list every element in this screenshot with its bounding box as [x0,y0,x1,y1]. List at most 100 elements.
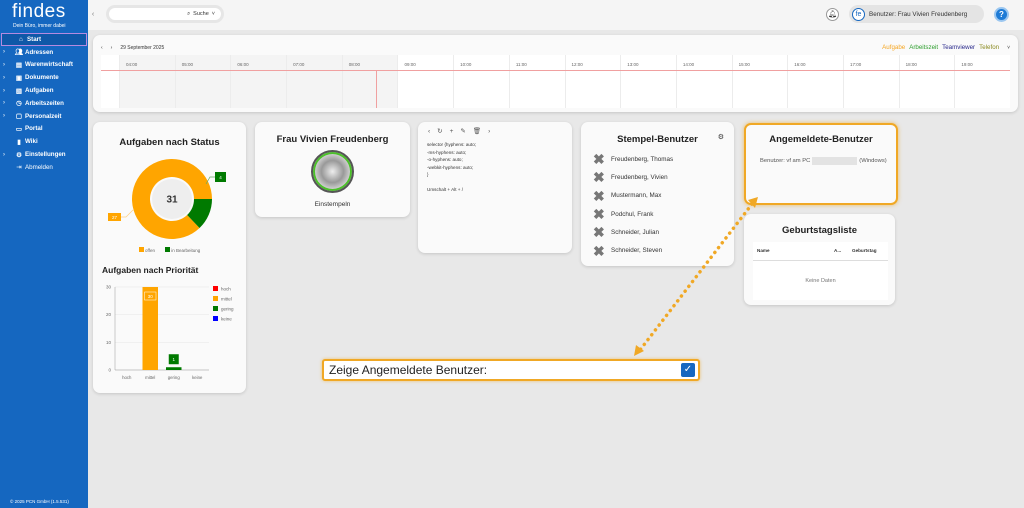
stamp-user-name: Schneider, Steven [611,247,663,255]
monitor-icon: ▭ [15,125,23,133]
note-line [427,179,476,187]
hour-column[interactable]: 12:00 [564,55,621,108]
clocked-out-x-icon: ✖ [593,242,605,259]
hour-column[interactable]: 15:00 [731,55,788,108]
search-icon: ⌕ [187,10,191,17]
hour-column[interactable]: 16:00 [787,55,843,108]
stamp-user-row[interactable]: ✖Freudenberg, Thomas [581,150,734,168]
bar-mittel [142,287,158,370]
hour-column[interactable]: 07:00 [286,55,342,108]
next-note-icon[interactable]: › [488,128,491,135]
legend-dropdown-icon[interactable]: ˅ [1007,44,1010,51]
legend-arbeitszeit[interactable]: Arbeitszeit [909,44,939,51]
logged-users-card: Angemeldete-Benutzer Benutzer: vf am PC … [744,123,898,205]
legend-swatch-keine [213,316,218,321]
chevron-right-icon: › [3,74,5,81]
home-icon: ⌂ [19,35,23,43]
hour-column[interactable]: 08:00 [341,55,398,108]
search-label: Suche [193,11,209,17]
hour-column[interactable]: 17:00 [842,55,899,108]
hour-column[interactable]: 10:00 [453,55,509,108]
sidebar-item-einstellungen[interactable]: ›⚙Einstellungen [0,148,88,161]
edit-icon[interactable]: ✎ [460,128,466,135]
delete-icon[interactable]: 🗑︎ [472,128,482,135]
sidebar-item-start[interactable]: ⌂ Start [1,33,87,46]
archive-icon: ▣ [15,74,23,82]
hour-column[interactable]: 05:00 [174,55,231,108]
bell-icon[interactable]: 🔔︎ [826,8,839,21]
logout-icon: ⇥ [16,164,22,172]
legend-swatch-hoch [213,286,218,291]
legend-gering: gering [221,307,234,312]
sidebar-item-label: Adressen [25,48,54,56]
prev-note-icon[interactable]: ‹ [428,128,431,135]
stamp-user-row[interactable]: ✖Mustermann, Max [581,187,734,205]
refresh-icon[interactable]: ↻ [437,128,443,135]
help-icon[interactable]: ? [994,7,1009,22]
sidebar-item-portal[interactable]: ▭Portal [0,123,88,136]
search-box[interactable]: ⌕Suche˅ [106,5,224,23]
hour-column[interactable]: 06:00 [230,55,287,108]
empty-state: Keine Daten [805,278,836,284]
stamp-user-row[interactable]: ✖ Schneider, Steven [581,241,734,259]
show-logged-users-checkbox[interactable]: ✓ [681,363,695,377]
next-day-button[interactable]: › [110,44,113,51]
col-name[interactable]: Name [757,248,770,253]
sidebar-item-wiki[interactable]: ▮Wiki [0,135,88,148]
sidebar-item-warenwirtschaft[interactable]: ›▤Warenwirtschaft [0,59,88,72]
prev-day-button[interactable]: ‹ [101,44,103,51]
stamp-user-row[interactable]: ✖Podchul, Frank [581,205,734,223]
hour-column[interactable]: 11:00 [508,55,565,108]
chevron-right-icon: › [3,113,5,120]
legend-telefon[interactable]: Telefon [979,44,1000,51]
y-tick-label: 0 [108,368,111,373]
legend-hoch: hoch [221,287,231,292]
stamp-user-name: Freudenberg, Thomas [611,155,674,163]
sidebar-item-personalzeit[interactable]: ›▢Personalzeit [0,110,88,123]
sidebar-item-dokumente[interactable]: ›▣Dokumente [0,71,88,84]
chevron-right-icon: › [3,61,5,68]
stempel-users-title: Stempel-Benutzer [617,134,698,145]
hour-column[interactable]: 09:00 [397,55,453,108]
note-line: Umschalt + Alt + / [427,187,463,192]
sidebar-item-abmelden[interactable]: ⇥Abmelden [0,161,88,174]
legend-teamviewer[interactable]: Teamviewer [942,44,976,51]
hour-column[interactable]: 18:00 [898,55,955,108]
legend-in-bearbeitung: in Bearbeitung [164,247,200,254]
hour-column[interactable]: 13:00 [620,55,676,108]
sidebar-item-label: Start [27,35,42,43]
sidebar-item-arbeitszeiten[interactable]: ›◷Arbeitszeiten [0,97,88,110]
stamp-label: Einstempeln [314,201,351,208]
sidebar-item-adressen[interactable]: ›👥︎Adressen [0,46,88,59]
collapse-sidebar-button[interactable]: ‹ [88,0,98,30]
add-icon[interactable]: + [449,128,454,135]
legend-aufgabe[interactable]: Aufgabe [882,44,906,51]
legend-keine: keine [221,317,232,322]
legend-offen: offen [138,247,155,254]
x-tick-label: hoch [122,375,132,380]
col-age[interactable]: A... [834,248,842,253]
clocked-out-x-icon: ✖ [593,169,605,186]
col-birthday[interactable]: Geburtstag [852,248,877,253]
chevron-down-icon[interactable]: ˅ [211,11,215,17]
sidebar-item-aufgaben[interactable]: ›▧Aufgaben [0,84,88,97]
gear-icon[interactable]: ⚙ [717,134,724,141]
legend-swatch-gering [213,306,218,311]
hour-column[interactable]: 14:00 [675,55,732,108]
note-text[interactable]: selector {hyphens: auto;-ms-hyphens: aut… [427,141,476,194]
bar-gering [166,367,182,370]
donut-slice-offen [132,159,212,239]
sidebar-item-label: Aufgaben [25,87,54,95]
badge-icon: ▢ [15,113,23,121]
people-icon: 👥︎ [14,49,24,57]
stamp-button[interactable] [311,150,354,193]
stamp-user-row[interactable]: ✖Schneider, Julian [581,223,734,241]
hour-column[interactable]: 04:00 [119,55,175,108]
stamp-user-row[interactable]: ✖Freudenberg, Vivien [581,168,734,186]
hour-column[interactable]: 19:00 [954,55,1010,108]
